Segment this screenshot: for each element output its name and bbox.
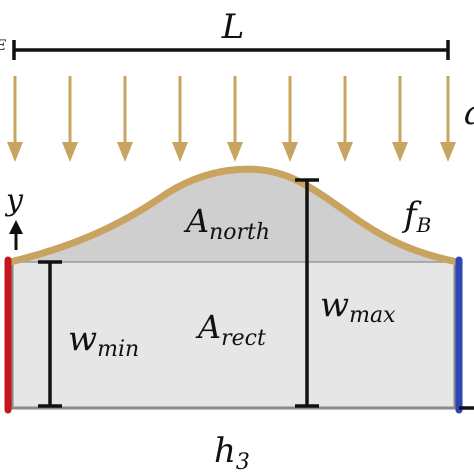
heat-flux-arrows [7, 76, 456, 162]
heat-flux-arrowhead [62, 142, 78, 162]
bottom-h-main: h [214, 431, 236, 471]
heat-flux-arrow [337, 76, 353, 162]
heat-flux-arrowhead [227, 142, 243, 162]
length-label: L [221, 7, 245, 47]
heat-flux-arrowhead [337, 142, 353, 162]
heat-flux-arrow [62, 76, 78, 162]
heat-flux-arrow [440, 76, 456, 162]
area-rect-sub: rect [221, 326, 266, 351]
heat-flux-arrowhead [282, 142, 298, 162]
heat-flux-arrow [227, 76, 243, 162]
width-max-main: w [320, 285, 349, 325]
area-rect-label: Arect [195, 308, 266, 351]
width-min-label: wmin [68, 319, 139, 362]
width-min-sub: min [97, 337, 139, 362]
bottom-h-sub: 3 [236, 450, 250, 474]
heat-flux-arrow [7, 76, 23, 162]
width-max-dimension: wmax [295, 178, 396, 408]
boundary-function-label: fB [401, 195, 431, 237]
heat-flux-arrow [172, 76, 188, 162]
area-north-main: A [183, 202, 209, 240]
width-min-dimension: wmin [38, 260, 139, 408]
area-north-label: Anorth [183, 202, 270, 245]
heat-flux-arrow [282, 76, 298, 162]
heat-flux-arrowhead [392, 142, 408, 162]
width-min-main: w [68, 319, 97, 359]
heat-flux-arrowhead [7, 142, 23, 162]
heat-flux-arrowhead [440, 142, 456, 162]
width-max-sub: max [349, 303, 396, 328]
rect-region [12, 262, 455, 408]
y-axis-arrowhead [9, 220, 23, 234]
boundary-function-sub: B [416, 213, 432, 237]
y-axis-arrow: y [4, 183, 24, 250]
heat-flux-arrow [117, 76, 133, 162]
north-region [12, 169, 455, 262]
top-boundary-curve [6, 165, 462, 266]
length-dimension: L [12, 7, 450, 60]
area-north-sub: north [209, 220, 270, 245]
heat-flux-label: q [462, 93, 474, 133]
y-axis-label: y [4, 183, 24, 218]
heat-flux-arrowhead [172, 142, 188, 162]
area-rect-main: A [195, 308, 221, 346]
bottom-h-label: h3 [214, 431, 250, 474]
heat-flux-arrowhead [117, 142, 133, 162]
heat-flux-arrow [392, 76, 408, 162]
width-max-label: wmax [320, 285, 396, 328]
left-edge-fragment: E [0, 38, 6, 54]
